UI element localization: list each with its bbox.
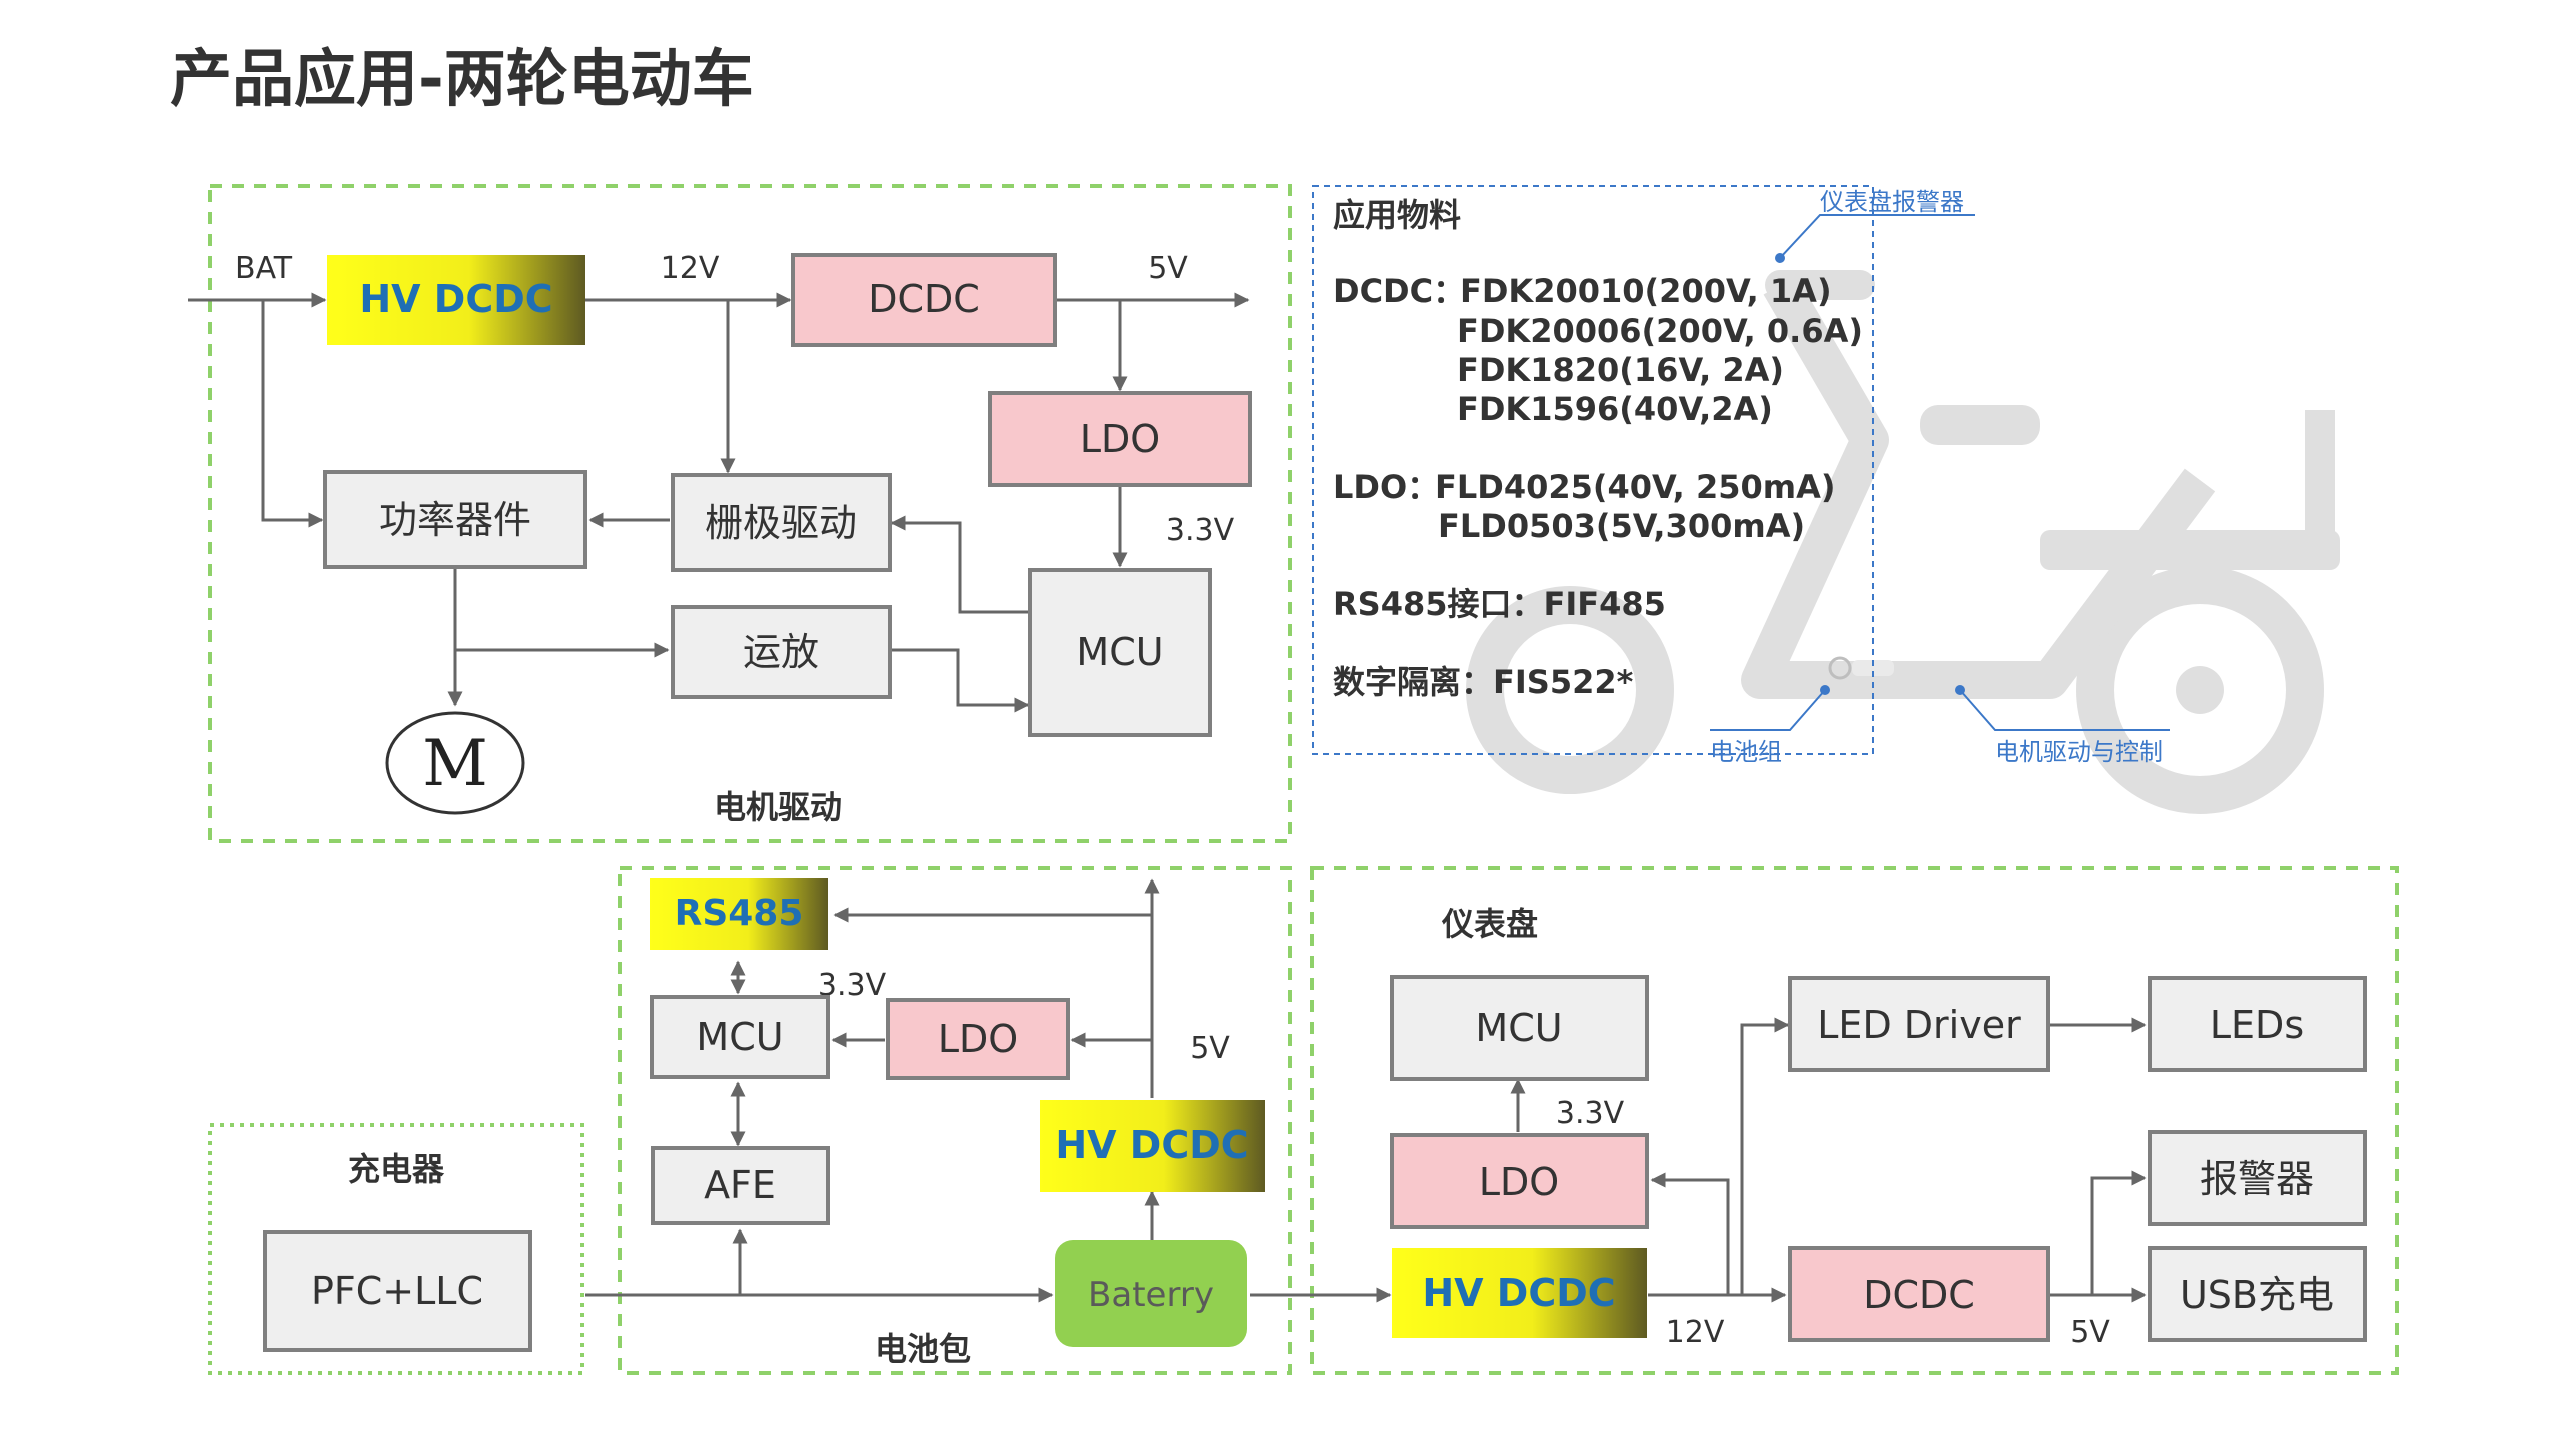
opamp-label: 运放 bbox=[743, 630, 819, 674]
dashboard-mcu-block bbox=[1390, 975, 1649, 1081]
leds-block bbox=[2148, 976, 2367, 1072]
dashboard-hv-dcdc-block bbox=[1392, 1248, 1647, 1338]
materials-dcdc-item: FDK1820(16V, 2A) bbox=[1457, 351, 1784, 389]
dashboard-mcu-label: MCU bbox=[1475, 1006, 1562, 1050]
led-driver-label: LED Driver bbox=[1817, 1003, 2021, 1047]
led-driver-block bbox=[1788, 976, 2050, 1072]
gate-driver-label: 栅极驱动 bbox=[705, 501, 857, 545]
gate-driver-block bbox=[671, 473, 892, 572]
dashboard-5v-label: 5V bbox=[2070, 1315, 2110, 1350]
dashboard-3v3-label: 3.3V bbox=[1556, 1096, 1625, 1131]
materials-dcdc-item: FDK1596(40V,2A) bbox=[1457, 390, 1773, 428]
materials-dcdc-item: FDK20006(200V, 0.6A) bbox=[1457, 312, 1863, 350]
dashboard-group bbox=[1310, 866, 2399, 1375]
dashboard-dcdc-label: DCDC bbox=[1863, 1273, 1975, 1317]
dashboard-ldo-label: LDO bbox=[1479, 1160, 1559, 1204]
motor-symbol bbox=[385, 711, 525, 815]
battery-pack-group bbox=[618, 866, 1292, 1375]
leds-label: LEDs bbox=[2210, 1003, 2304, 1047]
battery-mcu-label: MCU bbox=[696, 1015, 783, 1059]
battery-hv-dcdc-block bbox=[1040, 1100, 1265, 1192]
battery-label: Baterry bbox=[1088, 1275, 1214, 1315]
battery-ldo-block bbox=[886, 998, 1070, 1080]
power-device-label: 功率器件 bbox=[379, 498, 531, 542]
callout-dashboard-alarm: 仪表盘报警器 bbox=[1820, 188, 1964, 216]
dashboard-ldo-block bbox=[1390, 1133, 1649, 1229]
motor-mcu-block bbox=[1028, 568, 1212, 737]
materials-panel bbox=[1312, 185, 1874, 755]
motor-ldo-label: LDO bbox=[1080, 417, 1160, 461]
dashboard-label: 仪表盘 bbox=[1441, 905, 1538, 943]
materials-rs485: RS485接口：FIF485 bbox=[1333, 585, 1666, 623]
materials-dcdc-item: FDK20010(200V, 1A) bbox=[1460, 272, 1832, 310]
motor-symbol-label: M bbox=[422, 727, 488, 801]
bike-callouts: 仪表盘报警器 电池组 电机驱动与控制 bbox=[1710, 188, 2170, 766]
motor-drive-group bbox=[208, 184, 1292, 843]
motor-12v-label: 12V bbox=[661, 251, 720, 286]
motor-drive-label: 电机驱动 bbox=[714, 788, 842, 826]
materials-ldo-item: FLD0503(5V,300mA) bbox=[1438, 507, 1805, 545]
pfc-llc-block bbox=[263, 1230, 532, 1352]
materials-ldo-label: LDO： bbox=[1333, 468, 1439, 506]
battery-5v-label: 5V bbox=[1190, 1031, 1230, 1066]
battery-pack-label: 电池包 bbox=[875, 1330, 971, 1368]
motor-dcdc-label: DCDC bbox=[868, 277, 980, 321]
motor-hv-dcdc-block bbox=[327, 255, 585, 345]
afe-block bbox=[651, 1146, 830, 1225]
battery-block bbox=[1055, 1240, 1247, 1347]
dashboard-hv-dcdc-label: HV DCDC bbox=[1422, 1271, 1615, 1315]
bat-label: BAT bbox=[235, 251, 293, 286]
materials-isolation: 数字隔离：FIS522* bbox=[1333, 663, 1634, 701]
motor-5v-label: 5V bbox=[1148, 251, 1188, 286]
charger-label: 充电器 bbox=[348, 1150, 445, 1188]
motor-ldo-block bbox=[988, 391, 1252, 487]
afe-label: AFE bbox=[704, 1163, 776, 1207]
rs485-block bbox=[650, 878, 828, 950]
motor-3v3-label: 3.3V bbox=[1166, 513, 1235, 548]
battery-hv-dcdc-label: HV DCDC bbox=[1055, 1123, 1248, 1167]
materials-heading: 应用物料 bbox=[1333, 196, 1461, 234]
callout-battery-pack: 电池组 bbox=[1710, 738, 1782, 766]
usb-charge-block bbox=[2148, 1246, 2367, 1342]
page-title: 产品应用-两轮电动车 bbox=[170, 42, 754, 115]
dashboard-12v-label: 12V bbox=[1666, 1315, 1725, 1350]
e-bike-illustration bbox=[1466, 270, 2340, 814]
rs485-label: RS485 bbox=[675, 893, 804, 934]
dashboard-dcdc-block bbox=[1788, 1246, 2050, 1342]
materials-ldo-item: FLD4025(40V, 250mA) bbox=[1435, 468, 1836, 506]
motor-hv-dcdc-label: HV DCDC bbox=[359, 277, 552, 321]
opamp-block bbox=[671, 605, 892, 699]
motor-dcdc-block bbox=[791, 253, 1057, 347]
materials-dcdc-label: DCDC： bbox=[1333, 272, 1465, 310]
alarm-block bbox=[2148, 1130, 2367, 1226]
callout-motor-drive-control: 电机驱动与控制 bbox=[1995, 738, 2163, 766]
alarm-label: 报警器 bbox=[2200, 1157, 2314, 1201]
motor-mcu-label: MCU bbox=[1076, 630, 1163, 674]
materials-text: 应用物料 DCDC： FDK20010(200V, 1A) FDK20006(2… bbox=[1333, 196, 1863, 701]
pfc-llc-label: PFC+LLC bbox=[311, 1269, 483, 1313]
battery-mcu-block bbox=[650, 995, 830, 1079]
battery-ldo-label: LDO bbox=[938, 1017, 1018, 1061]
usb-charge-label: USB充电 bbox=[2180, 1273, 2334, 1317]
power-device-block bbox=[323, 470, 587, 569]
